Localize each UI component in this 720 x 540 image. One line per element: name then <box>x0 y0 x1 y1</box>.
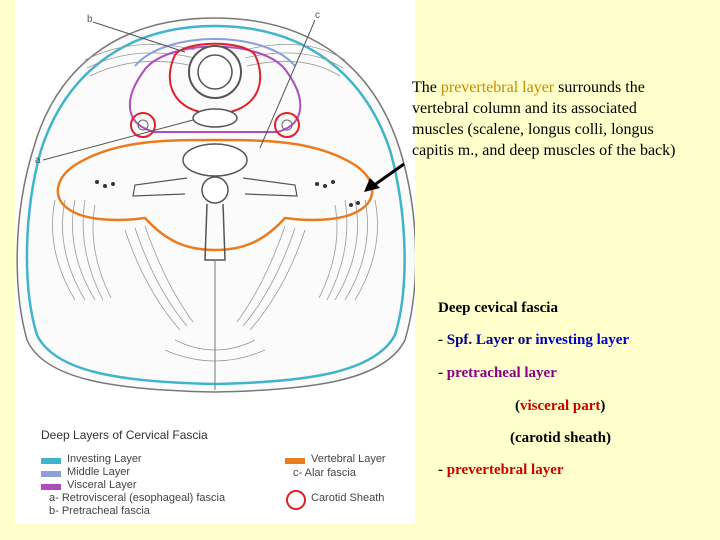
vertebral-layer-line <box>56 138 374 252</box>
leader-line-b <box>92 21 186 53</box>
desc-pre: The <box>412 79 441 96</box>
legend-retro: a- Retrovisceral (esophageal) fascia <box>49 492 226 504</box>
legend-middle: Middle Layer <box>67 466 130 478</box>
muscle-hatching <box>52 43 378 362</box>
legend-visceral: Visceral Layer <box>67 479 137 491</box>
dash-1: - <box>438 332 447 348</box>
fascia-line-investing: - Spf. Layer or investing layer <box>438 332 629 349</box>
label-b: b <box>87 14 93 25</box>
desc-highlight: prevertebral layer <box>440 79 555 96</box>
label-a: a <box>35 155 41 166</box>
paren-open: ( <box>515 398 520 414</box>
spinal-canal <box>201 176 229 204</box>
fascia-line-carotid: (carotid sheath) <box>510 430 611 446</box>
leader-line-a <box>42 119 194 161</box>
prevertebral-layer-text: prevertebral layer <box>446 462 564 478</box>
esophagus <box>192 108 238 128</box>
desc-post: surrounds the vertebral column and its a… <box>412 79 676 159</box>
legend-carotid: Carotid Sheath <box>311 492 385 504</box>
fascia-line-prevertebral: - prevertebral layer <box>438 462 564 479</box>
investing-layer-text: investing layer <box>535 332 630 348</box>
vertebral-swatch <box>285 458 305 464</box>
carotid-sheath-right <box>274 112 300 138</box>
middle-swatch <box>41 471 61 477</box>
fascia-line-visceral: (visceral part) <box>515 398 605 415</box>
leader-line-c <box>259 19 316 149</box>
label-c: c <box>315 10 320 21</box>
spf-layer: Spf. Layer <box>446 332 514 348</box>
pointer-arrow-icon <box>364 162 405 192</box>
fascia-line-pretracheal: - pretracheal layer <box>438 365 557 382</box>
prevertebral-description: The prevertebral layer surrounds the ver… <box>412 77 682 161</box>
nerve-dots <box>95 180 360 207</box>
legend-vertebral: Vertebral Layer <box>311 453 386 465</box>
fascia-title: Deep cevical fascia <box>438 300 558 316</box>
diagram-panel: b c a Deep Layers of Cervical Fascia Inv… <box>15 0 415 524</box>
legend-title: Deep Layers of Cervical Fascia <box>41 428 208 442</box>
pretracheal-layer-text: pretracheal layer <box>446 365 557 381</box>
legend: Deep Layers of Cervical Fascia Investing… <box>15 420 415 524</box>
legend-investing: Investing Layer <box>67 453 142 465</box>
legend-alar: c- Alar fascia <box>293 467 356 479</box>
middle-layer-line <box>134 38 296 67</box>
dash-2: - <box>438 365 447 381</box>
paren-close: ) <box>600 398 606 414</box>
investing-swatch <box>41 458 61 464</box>
visceral-part-text: visceral part <box>520 398 601 414</box>
carotid-red-outline <box>168 42 262 116</box>
vertebral-body <box>182 143 248 177</box>
dash-5: - <box>438 462 447 478</box>
neck-cross-section-diagram <box>16 17 415 393</box>
or-text: or <box>513 332 536 348</box>
skin-outline <box>16 17 415 393</box>
carotid-sheath-left <box>130 112 156 138</box>
carotid-swatch <box>286 490 306 510</box>
visceral-swatch <box>41 484 61 490</box>
visceral-layer-line <box>128 45 302 133</box>
trachea-inner <box>197 54 233 90</box>
legend-pretracheal: b- Pretracheal fascia <box>49 505 150 517</box>
